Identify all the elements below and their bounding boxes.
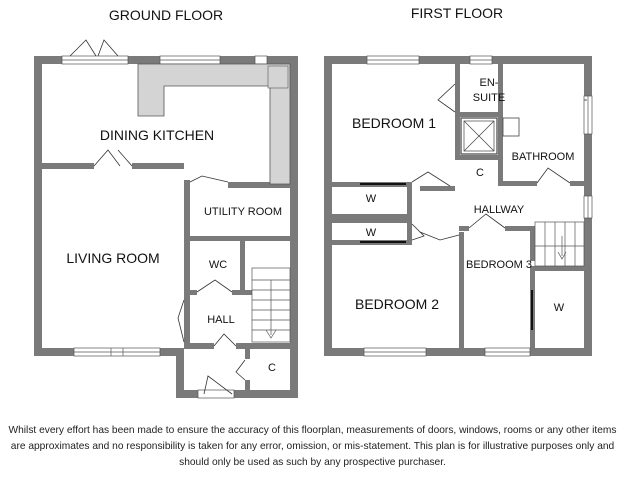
first-floor-title: FIRST FLOOR [411, 5, 503, 21]
first-floor-stairs [534, 221, 585, 267]
patio-door-right-icon [97, 39, 119, 57]
bedroom-2b-door-icon [419, 231, 460, 241]
room-label-wardrobe-2: W [366, 227, 377, 239]
bedroom-2-door-icon [411, 223, 425, 241]
room-label-bedroom-3: BEDROOM 3 [466, 259, 532, 271]
patio-door-left-icon [69, 39, 97, 57]
ground-floor-window-lines [62, 59, 220, 356]
hob-icon [267, 65, 289, 89]
floorplan-drawing: GROUND FLOOR [34, 5, 593, 399]
front-door-icon [203, 375, 233, 395]
ground-floor-title: GROUND FLOOR [109, 7, 223, 23]
room-label-en-suite: EN- [480, 77, 499, 89]
room-label-wc: WC [209, 259, 227, 271]
room-label-cupboard-first: C [476, 167, 484, 179]
first-floor-plan: FIRST FLOOR [324, 5, 593, 357]
wardrobe-sliding-doors [360, 183, 533, 330]
kitchen-door-icon [93, 149, 121, 167]
room-label-cupboard: C [268, 362, 276, 374]
ground-floor-plan: GROUND FLOOR [34, 7, 298, 399]
room-label-wardrobe-3: W [554, 302, 565, 314]
room-label-bathroom: BATHROOM [512, 151, 575, 163]
first-floor-doors [411, 83, 587, 241]
ground-floor-stairs [251, 267, 291, 343]
room-label-wardrobe-1: W [366, 193, 377, 205]
wc-door-icon [196, 279, 233, 293]
room-label-en-suite-2: SUITE [473, 92, 505, 104]
room-label-hallway: HALLWAY [474, 204, 525, 216]
room-label-hall: HALL [207, 314, 235, 326]
ground-floor-doors [69, 39, 246, 395]
first-floor-window-lines [364, 59, 589, 353]
cupboard-door-icon [235, 359, 246, 381]
room-label-living-room: LIVING ROOM [66, 250, 159, 266]
bedroom-1-door-icon [411, 171, 451, 187]
bathroom-door-icon [536, 167, 571, 184]
room-label-bedroom-1: BEDROOM 1 [352, 115, 436, 131]
room-label-utility-room: UTILITY ROOM [204, 206, 282, 218]
living-door-icon [177, 299, 185, 343]
ground-floor-walls [34, 56, 298, 398]
utility-door-icon [189, 175, 229, 183]
bedroom-3-door-icon [468, 213, 506, 229]
shower-tray-icon [460, 117, 498, 155]
disclaimer-text: Whilst every effort has been made to ens… [8, 425, 617, 468]
basin-icon [502, 117, 520, 137]
room-label-bedroom-2: BEDROOM 2 [355, 296, 439, 312]
en-suite-door-icon [437, 83, 456, 113]
room-label-dining-kitchen: DINING KITCHEN [100, 127, 214, 143]
hall-door-icon [213, 333, 237, 347]
